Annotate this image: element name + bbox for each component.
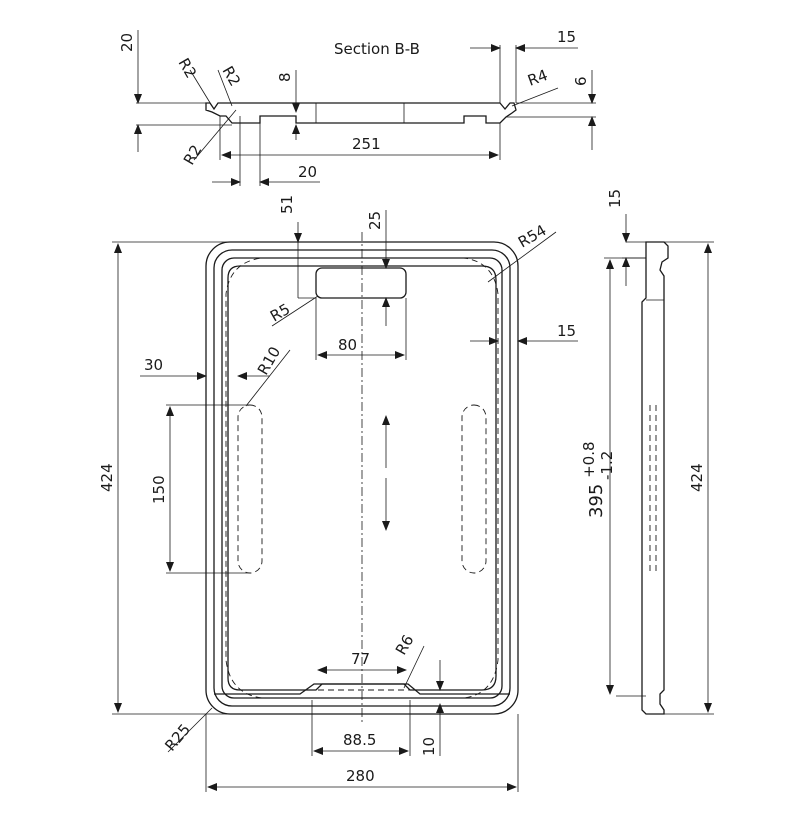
r2-leader-a xyxy=(189,69,213,107)
dim-424-left-label: 424 xyxy=(98,463,116,492)
handle-slot xyxy=(315,267,407,299)
dim-150-label: 150 xyxy=(150,475,168,504)
dim-77-label: 77 xyxy=(351,650,370,668)
dim-6-label: 6 xyxy=(572,76,590,86)
dim-10-label: 10 xyxy=(420,737,438,756)
dim-15-right-label: 15 xyxy=(557,322,576,340)
r6-label: R6 xyxy=(392,632,418,658)
side-slot-right xyxy=(461,404,487,574)
dim-30-label: 30 xyxy=(144,356,163,374)
dim-15-top-label: 15 xyxy=(557,28,576,46)
r54-leader xyxy=(487,231,557,283)
plan-view: 51 25 R54 R5 80 15 30 R10 150 xyxy=(98,195,578,792)
dim-424-right-label: 424 xyxy=(688,463,706,492)
r10-leader xyxy=(245,349,291,407)
dim-25-label: 25 xyxy=(366,211,384,230)
r5-label: R5 xyxy=(267,300,293,326)
dim-88-label: 88.5 xyxy=(343,731,376,749)
dim-20-top-label: 20 xyxy=(118,33,136,52)
r2-label-a: R2 xyxy=(175,55,201,81)
r25-label: R25 xyxy=(161,720,194,754)
dim-51-label: 51 xyxy=(278,195,296,214)
r2-label-c: R2 xyxy=(180,142,206,168)
dim-280-label: 280 xyxy=(346,767,375,785)
r54-label: R54 xyxy=(515,221,550,251)
dim-395-tol-up: +0.8 xyxy=(580,441,598,477)
r2-leader-b xyxy=(217,69,233,107)
section-view: Section B-B 20 R2 R2 R2 8 15 R4 xyxy=(118,28,596,186)
dim-20-low-label: 20 xyxy=(298,163,317,181)
r10-label: R10 xyxy=(254,343,284,378)
r2-leader-c xyxy=(193,109,237,161)
side-view: 15 395 +0.8 -1.2 424 xyxy=(580,189,714,715)
dim-395-tol-dn-label: -1.2 xyxy=(598,451,616,480)
r6-leader xyxy=(403,645,425,689)
bottom-notch xyxy=(214,683,510,695)
section-title: Section B-B xyxy=(334,40,420,58)
r5-leader xyxy=(271,295,319,327)
section-profile xyxy=(205,102,517,124)
plate-hidden-outline xyxy=(225,257,499,699)
dim-8-label: 8 xyxy=(276,72,294,82)
r25-leader xyxy=(167,707,213,753)
dim-80-label: 80 xyxy=(338,336,357,354)
dim-395-label: 395 +0.8 xyxy=(580,441,607,518)
r2-label-b: R2 xyxy=(219,63,245,89)
dim-15-side-label: 15 xyxy=(606,189,624,208)
r4-label: R4 xyxy=(525,66,550,90)
dim-251-label: 251 xyxy=(352,135,381,153)
dim-395-base: 395 xyxy=(586,484,607,518)
side-profile xyxy=(641,241,669,715)
side-slot-left xyxy=(237,404,263,574)
